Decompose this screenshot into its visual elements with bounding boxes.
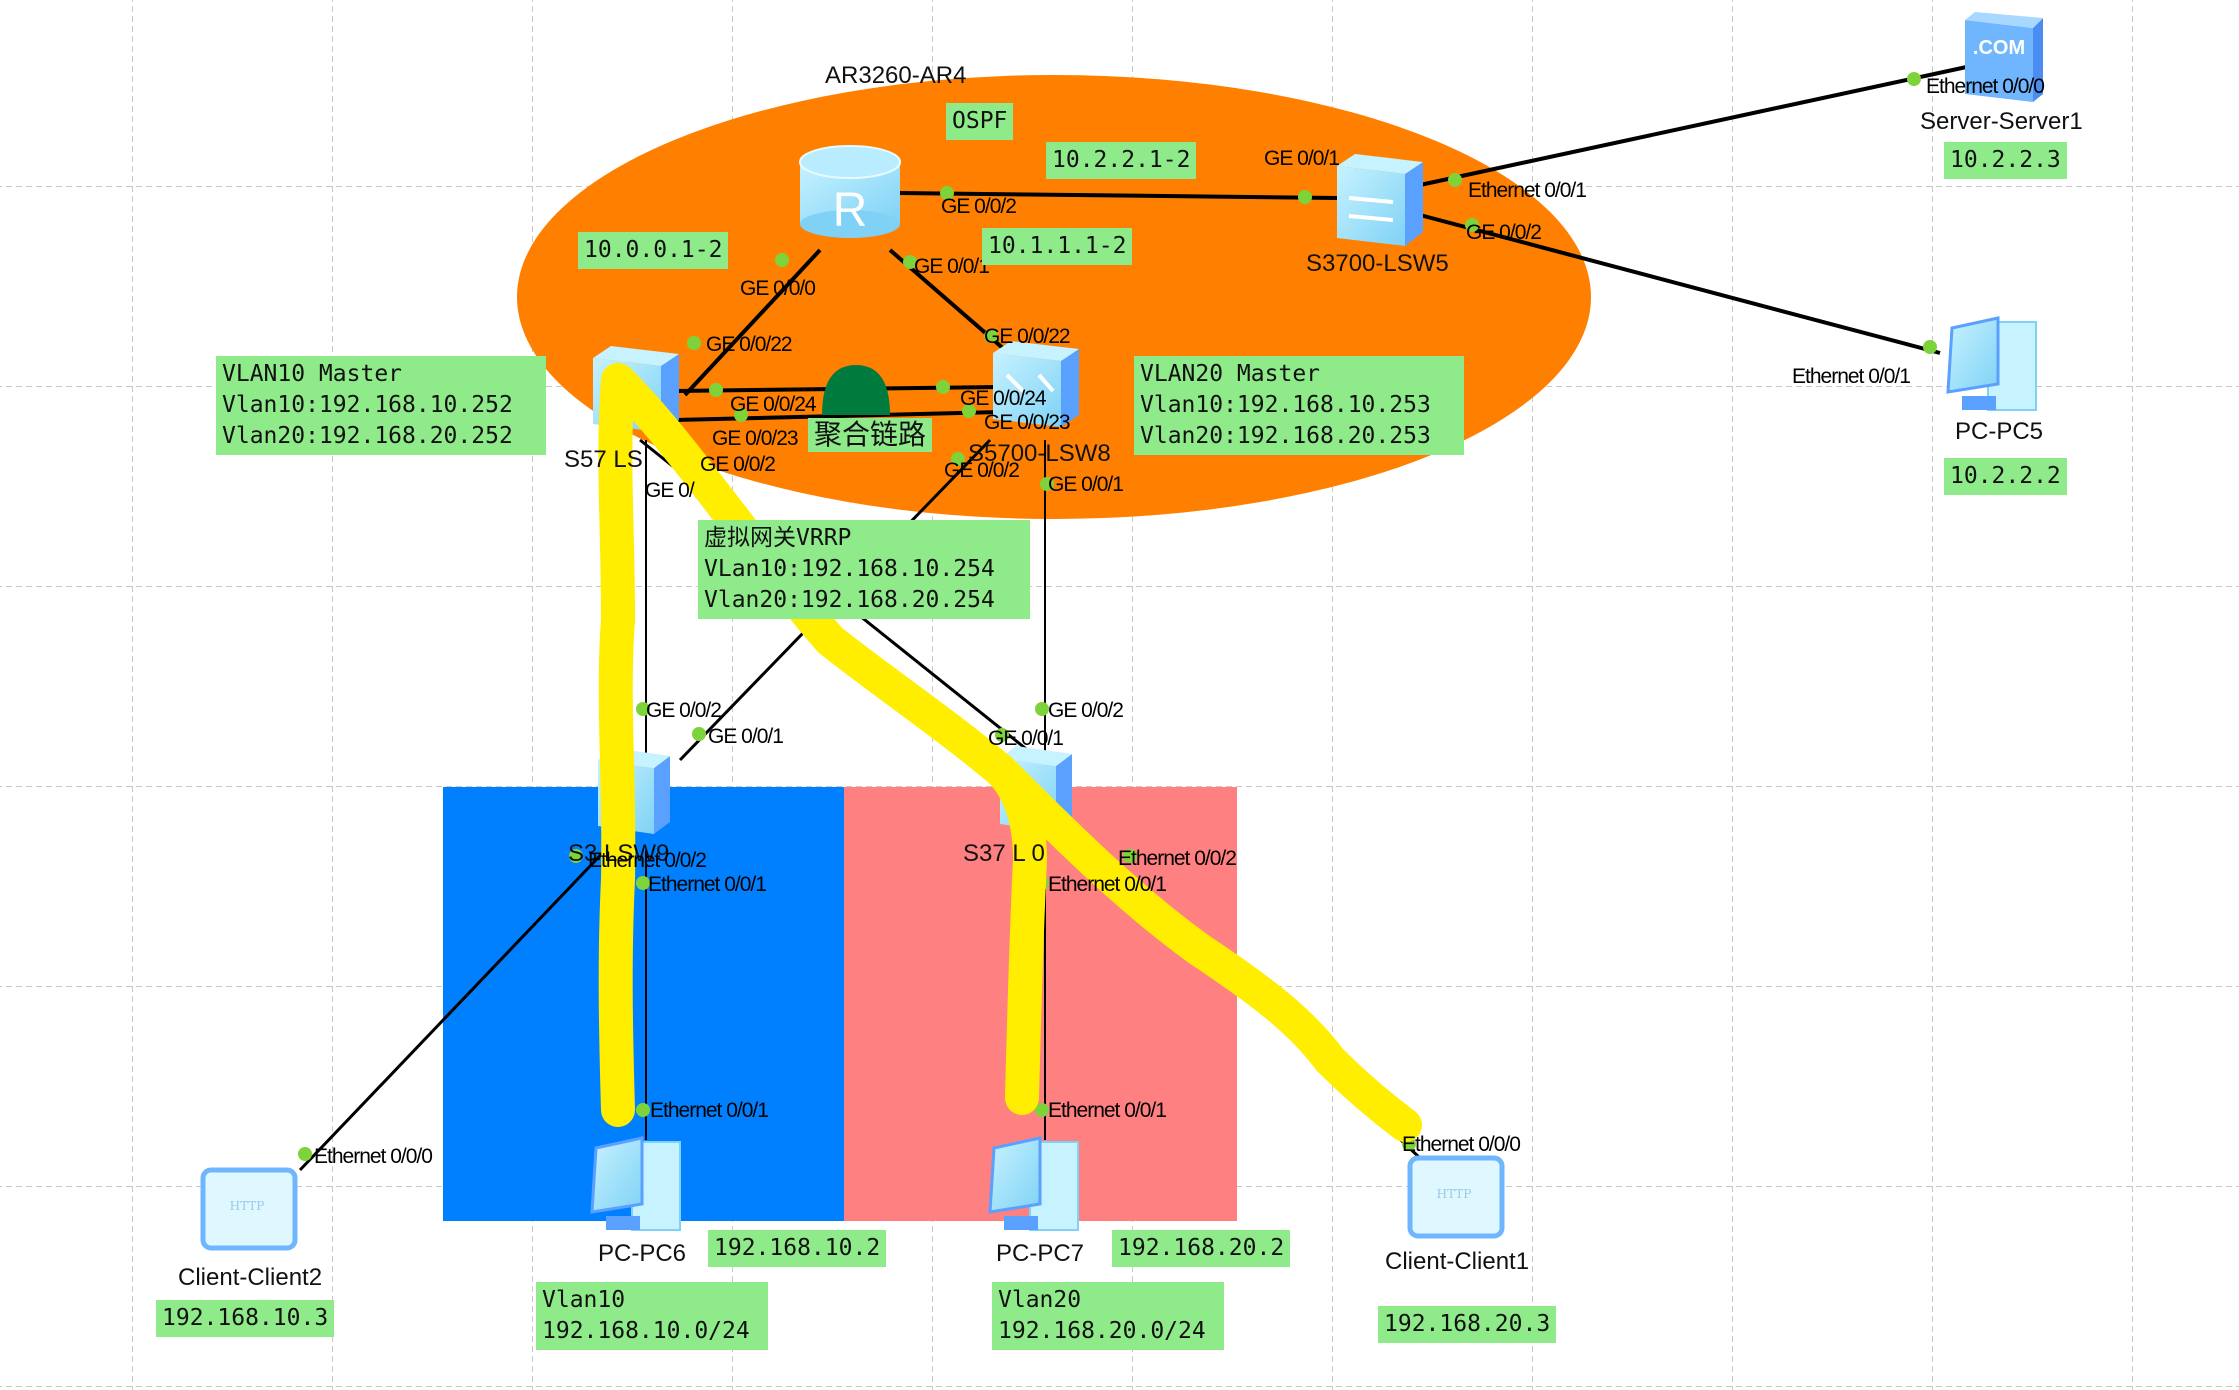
- svg-text:R: R: [833, 184, 868, 237]
- port-label: GE 0/0/22: [706, 333, 793, 356]
- ip-note: 10.2.2.2: [1944, 458, 2067, 495]
- server-icon[interactable]: .COM: [1965, 12, 2043, 102]
- ip-note: 192.168.20.3: [1378, 1306, 1557, 1343]
- lsw7-name: S57 LS: [564, 446, 643, 473]
- vlan10-master-note: VLAN10 Master Vlan10:192.168.10.252 Vlan…: [216, 356, 546, 455]
- pc7-name: PC-PC7: [996, 1240, 1085, 1267]
- port-label: Ethernet 0/0/1: [1048, 873, 1167, 896]
- lsw10-name: S37 L 0: [963, 840, 1045, 867]
- lsw5-name: S3700-LSW5: [1306, 250, 1449, 277]
- port-label: GE 0/0/2: [1466, 221, 1542, 244]
- pc6-name: PC-PC6: [598, 1240, 687, 1267]
- port-label: GE 0/0/1: [708, 725, 784, 748]
- port-label: GE 0/0/2: [944, 459, 1020, 482]
- port-label: GE 0/0/24: [960, 387, 1047, 410]
- highlight-path-client1: [983, 753, 1422, 1142]
- highlight-path-pc7: [601, 363, 1047, 1115]
- lag-note: 聚合链路: [808, 418, 933, 452]
- port-label: GE 0/0/1: [914, 255, 990, 278]
- highlight-strokes: [598, 363, 1422, 1142]
- port-label: Ethernet 0/0/2: [1118, 847, 1237, 870]
- port-dots: [298, 72, 1937, 1161]
- port-label: GE 0/0/0: [740, 277, 816, 300]
- link-lag-23: [674, 410, 1001, 422]
- port-label: GE 0/0/24: [730, 393, 817, 416]
- client2-name: Client-Client2: [178, 1264, 323, 1291]
- server1-name: Server-Server1: [1920, 108, 2083, 135]
- pc-icon[interactable]: [1946, 316, 2037, 411]
- pc-icon[interactable]: [590, 1136, 681, 1231]
- svg-text:HTTP: HTTP: [230, 1199, 265, 1213]
- http-client-icon[interactable]: HTTP: [200, 1167, 298, 1251]
- port-label: GE 0/0/2: [941, 195, 1017, 218]
- vlan10-subnet-note: Vlan10 192.168.10.0/24: [536, 1282, 768, 1350]
- svg-text:HTTP: HTTP: [1437, 1187, 1472, 1201]
- l3-switch-icon[interactable]: [993, 341, 1079, 427]
- port-label: GE 0/0/1: [1264, 147, 1340, 170]
- ip-note: 192.168.10.2: [708, 1230, 887, 1267]
- port-label: Ethernet 0/0/1: [1048, 1099, 1167, 1122]
- router-icon[interactable]: R: [799, 145, 901, 238]
- port-label: GE 0/0/2: [1048, 699, 1124, 722]
- port-label: Ethernet 0/0/1: [1792, 365, 1911, 388]
- svg-text:.COM: .COM: [1973, 37, 2025, 59]
- router-name: AR3260-AR4: [825, 62, 967, 89]
- network-note: 10.0.0.1-2: [578, 232, 729, 269]
- port-label: Ethernet 0/0/1: [1468, 179, 1587, 202]
- port-label: GE 0/0/1: [988, 727, 1064, 750]
- link-lsw5-pc5: [1419, 213, 1941, 355]
- port-label: GE 0/0/1: [1048, 473, 1124, 496]
- lsw9-name: S3 LSW9: [568, 840, 670, 867]
- link-ar4-lsw7: [683, 248, 822, 397]
- client1-name: Client-Client1: [1385, 1248, 1530, 1275]
- pc-icon[interactable]: [988, 1136, 1079, 1231]
- port-label: GE 0/0/23: [984, 411, 1071, 434]
- port-label: Ethernet 0/0/1: [648, 873, 767, 896]
- ip-note: 10.2.2.3: [1944, 142, 2067, 179]
- switch-icon[interactable]: [1337, 154, 1423, 246]
- vlan20-master-note: VLAN20 Master Vlan10:192.168.10.253 Vlan…: [1134, 356, 1464, 455]
- vlan20-subnet-note: Vlan20 192.168.20.0/24: [992, 1282, 1224, 1350]
- highlight-path-pc6: [598, 363, 636, 1127]
- ospf-note: OSPF: [946, 103, 1014, 140]
- port-label: Ethernet 0/0/0: [314, 1145, 433, 1168]
- ip-note: 192.168.20.2: [1112, 1230, 1291, 1267]
- vrrp-note: 虚拟网关VRRP VLan10:192.168.10.254 Vlan20:19…: [698, 520, 1030, 619]
- port-label: GE 0/0/23: [712, 427, 799, 450]
- link-lsw5-server1: [1419, 61, 1986, 187]
- port-label: GE 0/0/22: [984, 325, 1071, 348]
- network-note: 10.2.2.1-2: [1046, 142, 1197, 179]
- port-label: GE 0/: [645, 479, 695, 502]
- link-lsw9-client2: [298, 838, 617, 1172]
- pc5-name: PC-PC5: [1955, 418, 2044, 445]
- network-note: 10.1.1.1-2: [982, 228, 1133, 265]
- http-client-icon[interactable]: HTTP: [1407, 1155, 1505, 1239]
- port-label: GE 0/0/2: [700, 453, 776, 476]
- ip-note: 192.168.10.3: [156, 1300, 335, 1337]
- port-label: Ethernet 0/0/2: [588, 849, 707, 872]
- port-label: Ethernet 0/0/0: [1402, 1133, 1521, 1156]
- port-label: GE 0/0/2: [646, 699, 722, 722]
- link-ar4-lsw5: [897, 191, 1339, 200]
- lsw8-name: S5700-LSW8: [968, 440, 1111, 467]
- port-label: Ethernet 0/0/1: [650, 1099, 769, 1122]
- lag-marker: [822, 365, 890, 415]
- port-label: Ethernet 0/0/0: [1926, 75, 2045, 98]
